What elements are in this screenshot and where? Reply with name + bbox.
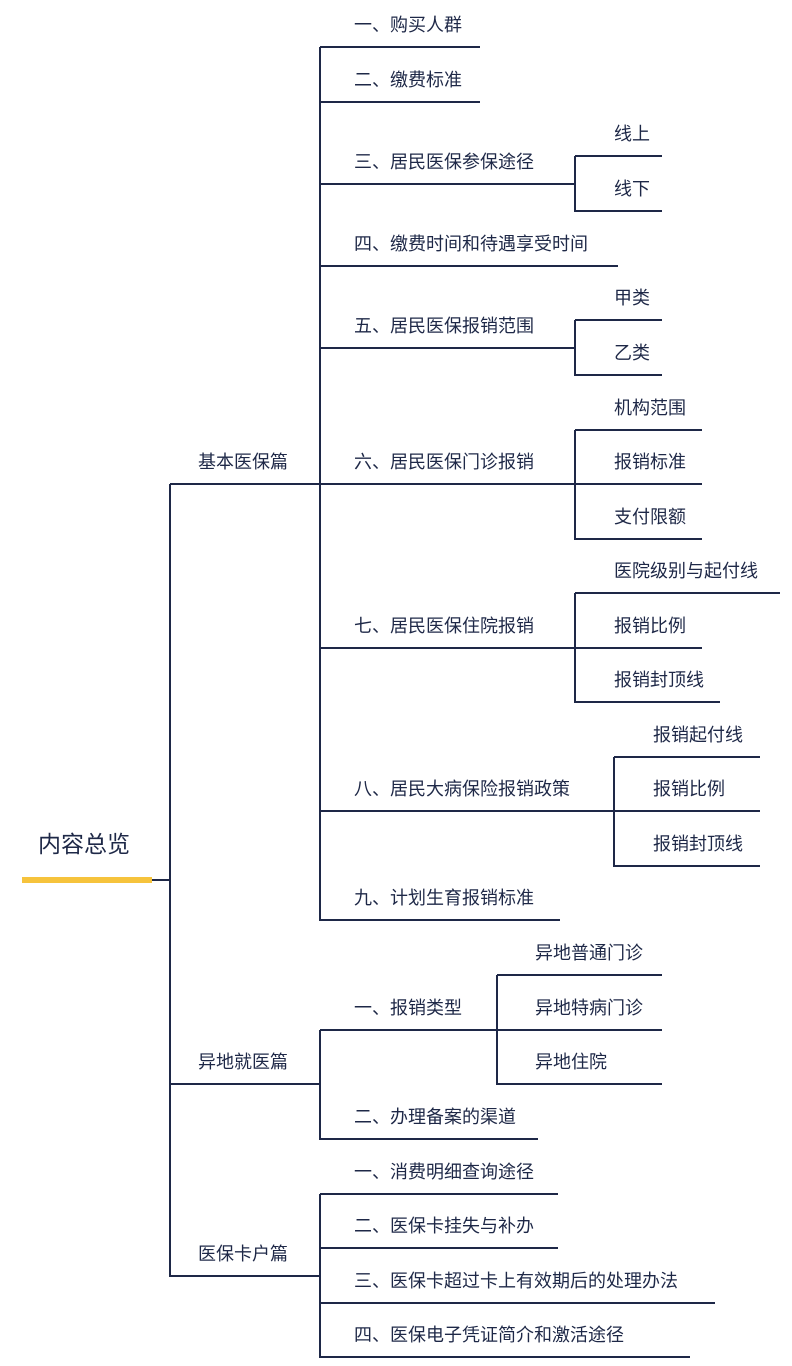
subtopic-underline bbox=[614, 756, 760, 758]
topic-node[interactable]: 五、居民医保报销范围 bbox=[354, 316, 534, 337]
subtopic-node[interactable]: 报销比例 bbox=[614, 616, 686, 637]
subtopic-underline bbox=[575, 155, 662, 157]
topic-underline bbox=[320, 265, 618, 267]
topic-underline bbox=[320, 1356, 690, 1358]
topic-underline bbox=[320, 1029, 497, 1031]
topic-underline bbox=[320, 919, 560, 921]
subtopic-spine bbox=[574, 593, 576, 703]
subtopic-node[interactable]: 医院级别与起付线 bbox=[614, 561, 758, 582]
branch-underline bbox=[170, 483, 320, 485]
topic-underline bbox=[320, 1302, 715, 1304]
topic-node[interactable]: 一、报销类型 bbox=[354, 998, 462, 1019]
topic-underline bbox=[320, 46, 480, 48]
level1-spine bbox=[169, 484, 171, 1277]
topic-underline bbox=[320, 1138, 538, 1140]
topic-node[interactable]: 六、居民医保门诊报销 bbox=[354, 452, 534, 473]
subtopic-spine bbox=[574, 430, 576, 540]
topic-underline bbox=[320, 1193, 558, 1195]
root-connector bbox=[152, 879, 170, 881]
subtopic-spine bbox=[574, 156, 576, 212]
subtopic-node[interactable]: 线上 bbox=[614, 124, 650, 145]
topic-node[interactable]: 八、居民大病保险报销政策 bbox=[354, 779, 570, 800]
subtopic-node[interactable]: 异地住院 bbox=[535, 1052, 607, 1073]
branch-underline bbox=[170, 1275, 320, 1277]
topic-node[interactable]: 七、居民医保住院报销 bbox=[354, 616, 534, 637]
topic-underline bbox=[320, 347, 575, 349]
subtopic-underline bbox=[575, 647, 702, 649]
subtopic-underline bbox=[497, 1083, 662, 1085]
subtopic-spine bbox=[574, 320, 576, 376]
topic-node[interactable]: 一、消费明细查询途径 bbox=[354, 1162, 534, 1183]
subtopic-underline bbox=[497, 1029, 662, 1031]
topic-node[interactable]: 二、办理备案的渠道 bbox=[354, 1107, 516, 1128]
root-node-label[interactable]: 内容总览 bbox=[38, 832, 130, 858]
level2-spine bbox=[319, 47, 321, 921]
subtopic-underline bbox=[575, 210, 662, 212]
subtopic-node[interactable]: 报销封顶线 bbox=[614, 670, 704, 691]
subtopic-node[interactable]: 异地特病门诊 bbox=[535, 998, 643, 1019]
topic-underline bbox=[320, 1247, 558, 1249]
topic-underline bbox=[320, 183, 575, 185]
subtopic-underline bbox=[575, 592, 780, 594]
topic-node[interactable]: 九、计划生育报销标准 bbox=[354, 888, 534, 909]
topic-underline bbox=[320, 483, 575, 485]
subtopic-underline bbox=[614, 865, 760, 867]
subtopic-underline bbox=[575, 374, 662, 376]
level2-spine bbox=[319, 1030, 321, 1140]
topic-underline bbox=[320, 647, 575, 649]
subtopic-underline bbox=[575, 319, 662, 321]
subtopic-underline bbox=[575, 429, 702, 431]
level2-spine bbox=[319, 1194, 321, 1358]
subtopic-node[interactable]: 支付限额 bbox=[614, 507, 686, 528]
subtopic-node[interactable]: 机构范围 bbox=[614, 398, 686, 419]
topic-node[interactable]: 一、购买人群 bbox=[354, 15, 462, 36]
subtopic-node[interactable]: 报销比例 bbox=[653, 779, 725, 800]
branch-node-3[interactable]: 医保卡户篇 bbox=[198, 1244, 288, 1265]
branch-node-1[interactable]: 基本医保篇 bbox=[198, 452, 288, 473]
subtopic-node[interactable]: 异地普通门诊 bbox=[535, 943, 643, 964]
topic-node[interactable]: 二、医保卡挂失与补办 bbox=[354, 1216, 534, 1237]
subtopic-spine bbox=[613, 757, 615, 867]
topic-underline bbox=[320, 810, 614, 812]
topic-node[interactable]: 二、缴费标准 bbox=[354, 70, 462, 91]
topic-node[interactable]: 三、居民医保参保途径 bbox=[354, 152, 534, 173]
subtopic-underline bbox=[575, 483, 702, 485]
subtopic-node[interactable]: 甲类 bbox=[614, 288, 650, 309]
subtopic-underline bbox=[614, 810, 760, 812]
subtopic-underline bbox=[575, 538, 702, 540]
subtopic-underline bbox=[575, 701, 720, 703]
topic-node[interactable]: 四、缴费时间和待遇享受时间 bbox=[354, 234, 588, 255]
subtopic-node[interactable]: 报销标准 bbox=[614, 452, 686, 473]
subtopic-node[interactable]: 报销封顶线 bbox=[653, 834, 743, 855]
root-node-underline bbox=[22, 877, 152, 883]
topic-underline bbox=[320, 101, 480, 103]
branch-node-2[interactable]: 异地就医篇 bbox=[198, 1052, 288, 1073]
topic-node[interactable]: 三、医保卡超过卡上有效期后的处理办法 bbox=[354, 1271, 678, 1292]
subtopic-node[interactable]: 线下 bbox=[614, 179, 650, 200]
subtopic-node[interactable]: 报销起付线 bbox=[653, 725, 743, 746]
subtopic-underline bbox=[497, 974, 662, 976]
subtopic-spine bbox=[496, 975, 498, 1085]
subtopic-node[interactable]: 乙类 bbox=[614, 343, 650, 364]
branch-underline bbox=[170, 1083, 320, 1085]
topic-node[interactable]: 四、医保电子凭证简介和激活途径 bbox=[354, 1325, 624, 1346]
